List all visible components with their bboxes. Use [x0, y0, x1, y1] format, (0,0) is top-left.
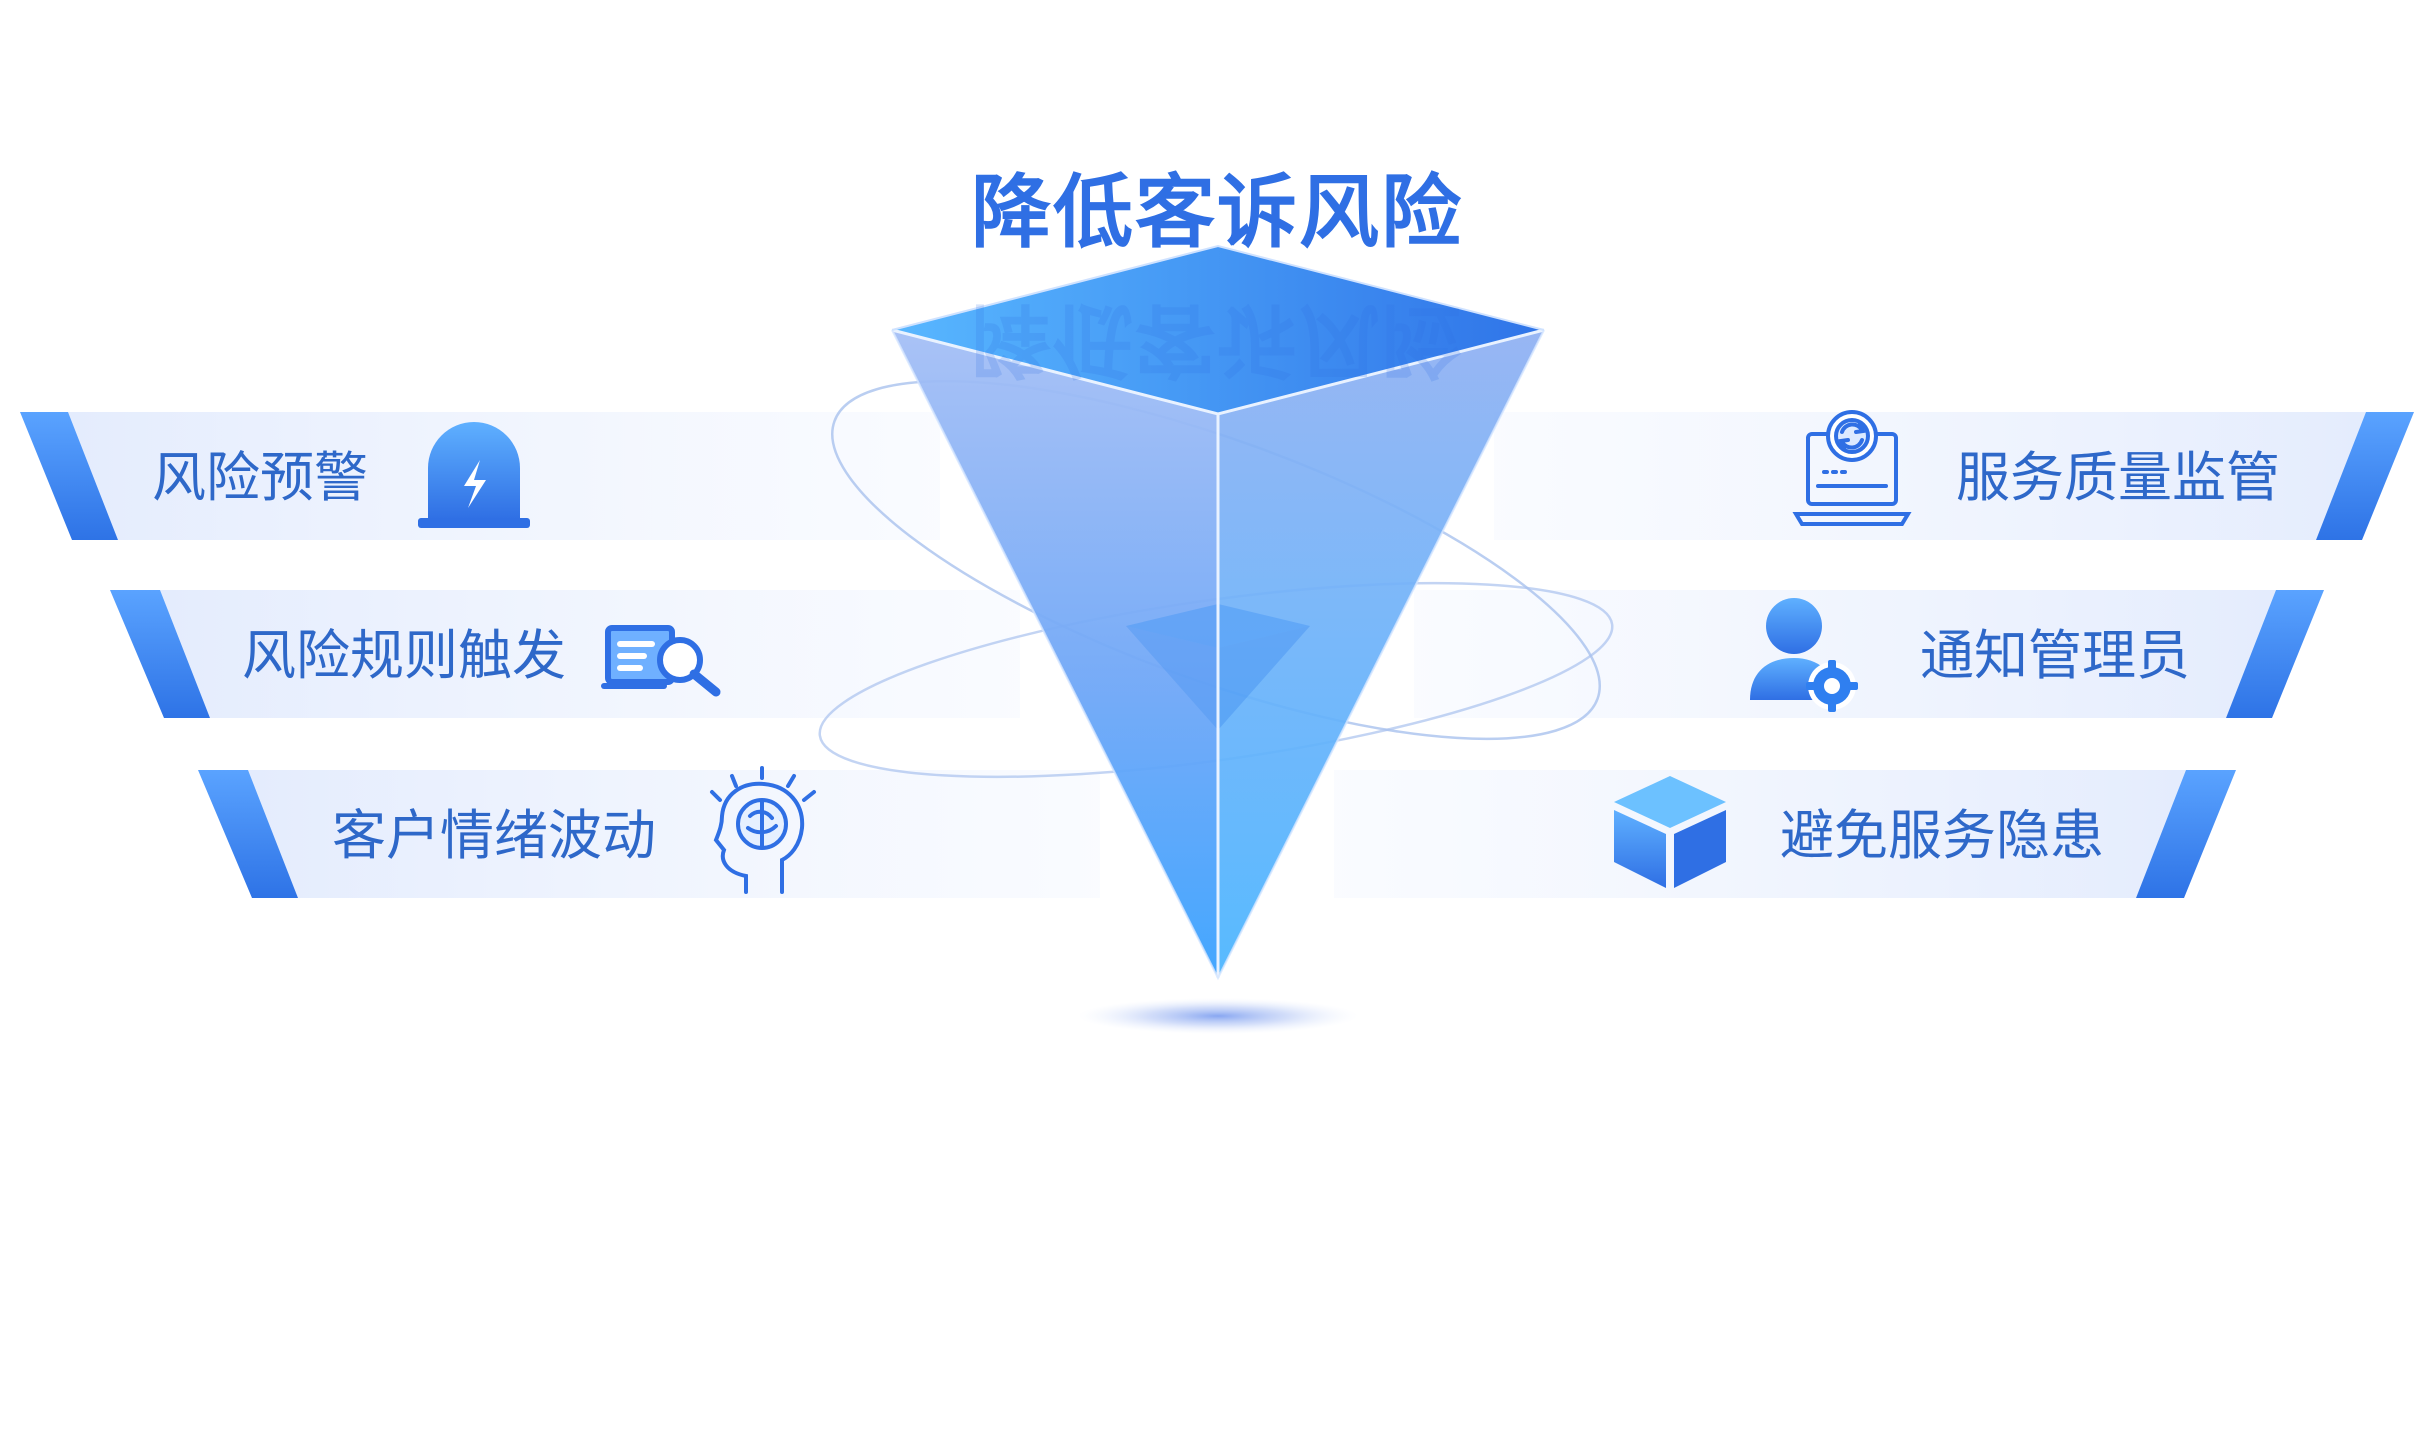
- right-band-1: [1494, 412, 2414, 540]
- page-title: 降低客诉风险: [971, 166, 1463, 259]
- right-item-label-2: 通知管理员: [1920, 624, 2190, 687]
- left-band-3: [198, 770, 1100, 898]
- right-item-label-3: 避免服务隐患: [1780, 804, 2104, 867]
- left-item-label-3: 客户情绪波动: [332, 804, 656, 867]
- right-item-label-1: 服务质量监管: [1956, 446, 2280, 509]
- left-item-label-1: 风险预警: [152, 446, 368, 509]
- pyramid-shadow: [1078, 998, 1358, 1034]
- left-band-2: [110, 590, 1020, 718]
- user-gear-icon: [1750, 598, 1858, 712]
- brain-head-icon: [710, 766, 816, 894]
- alarm-light-icon: [418, 422, 530, 528]
- right-band-3: [1334, 770, 2236, 898]
- left-item-label-2: 风险规则触发: [242, 624, 566, 687]
- laptop-refresh-icon: [1792, 410, 1912, 526]
- cube-icon: [1614, 776, 1726, 888]
- inverted-pyramid: [891, 244, 1545, 981]
- title-reflection: 降低客诉风险: [971, 293, 1463, 386]
- right-band-2: [1414, 590, 2324, 718]
- document-search-icon: [601, 625, 721, 697]
